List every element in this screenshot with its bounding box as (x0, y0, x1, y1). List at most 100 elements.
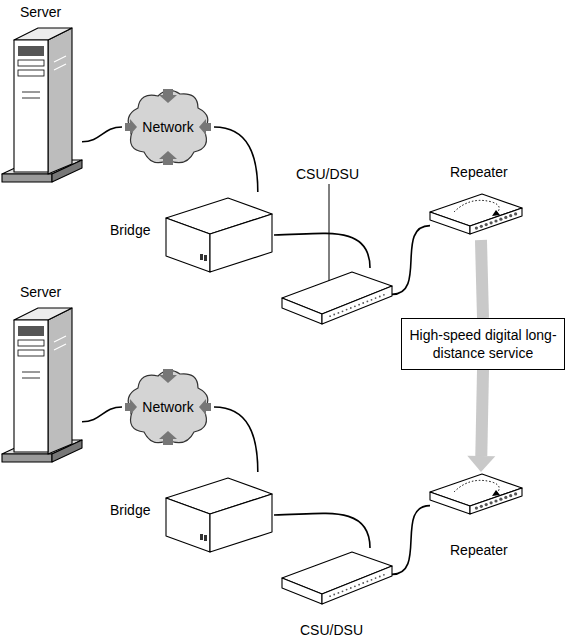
tower-side (48, 308, 72, 454)
port-dot (494, 219, 497, 222)
side-line (54, 64, 66, 70)
server-device: Server (2, 22, 82, 186)
panel-line (22, 92, 40, 93)
signal-arc (454, 480, 499, 494)
cable (274, 233, 370, 268)
port-dot (499, 218, 502, 221)
port-dot (350, 587, 352, 589)
cable (214, 127, 258, 192)
port-dot (490, 221, 493, 224)
repeater-side (470, 208, 522, 234)
port-dot (485, 223, 488, 226)
port-dot (490, 501, 493, 504)
server-illustration (2, 22, 82, 186)
port-dot (375, 297, 377, 299)
port-dot (514, 212, 517, 215)
bridge-side (210, 214, 272, 272)
port-dot (371, 579, 373, 581)
cloud-arrow (159, 369, 177, 383)
tower-side (48, 28, 72, 174)
repeater-device: Repeater (430, 472, 522, 520)
port-dot (367, 581, 369, 583)
port-dot (329, 595, 331, 597)
base-front (2, 174, 52, 182)
port-dot (475, 227, 478, 230)
repeater-illustration (430, 192, 522, 240)
port-dot (362, 302, 364, 304)
cable (274, 513, 370, 548)
network-label: Network (142, 119, 193, 135)
cable (82, 127, 122, 142)
drive-bay (18, 340, 44, 346)
indicator (200, 534, 203, 540)
device-label: Repeater (450, 542, 508, 558)
cable (392, 506, 430, 575)
port-dot (504, 216, 507, 219)
device-label: Server (20, 4, 61, 20)
tower-top (14, 28, 72, 40)
cloud-arrow (125, 399, 137, 415)
cable (392, 226, 430, 295)
port-dot (383, 574, 385, 576)
port-dot (379, 576, 381, 578)
drive-bay (18, 350, 44, 356)
csu-illustration (282, 548, 392, 614)
tower-top (14, 308, 72, 320)
arc-arrowhead (492, 490, 500, 496)
port-dot (358, 584, 360, 586)
bridge-front (166, 218, 210, 272)
drive-bay (18, 70, 44, 76)
csu-front (282, 298, 322, 324)
cloud-arrow (199, 119, 211, 135)
csu-front (282, 578, 322, 604)
indicator (200, 254, 203, 260)
port-dot (509, 214, 512, 217)
port-dot (338, 312, 340, 314)
port-dot (342, 310, 344, 312)
repeater-side (470, 488, 522, 514)
side-line (54, 56, 66, 62)
port-dot (375, 577, 377, 579)
port-dot (329, 315, 331, 317)
port-dot (354, 305, 356, 307)
indicator (204, 535, 207, 541)
leader-line (329, 184, 330, 290)
repeater-front (430, 212, 470, 234)
service-label: High-speed digital long-distance service (408, 326, 558, 362)
port-dot (379, 296, 381, 298)
port-dot (333, 594, 335, 596)
bridge-illustration (166, 192, 274, 278)
tower-front (14, 40, 48, 172)
signal-arc (454, 200, 499, 214)
port-dot (358, 304, 360, 306)
bridge-front (166, 498, 210, 552)
drive-bay (18, 60, 44, 66)
cloud-device: Network (122, 366, 214, 448)
panel-line (22, 372, 40, 373)
port-dot (342, 590, 344, 592)
port-dot (480, 225, 483, 228)
device-label: CSU/DSU (300, 622, 363, 638)
csu-illustration (282, 268, 392, 334)
port-dot (346, 309, 348, 311)
device-label: Server (20, 284, 61, 300)
port-dot (499, 498, 502, 501)
csu-side (322, 566, 392, 604)
service-band (481, 240, 483, 318)
server-illustration (2, 302, 82, 466)
side-line (54, 336, 66, 342)
network-label: Network (142, 399, 193, 415)
port-dot (475, 507, 478, 510)
cloud-arrow (159, 151, 177, 165)
port-dot (350, 307, 352, 309)
device-label: CSU/DSU (296, 166, 359, 182)
port-dot (509, 494, 512, 497)
port-dot (346, 589, 348, 591)
csu-device: CSU/DSU (282, 548, 392, 614)
repeater-illustration (430, 472, 522, 520)
bridge-side (210, 494, 272, 552)
csu-side (322, 286, 392, 324)
device-label: Repeater (450, 164, 508, 180)
bridge-device: Bridge (166, 192, 274, 278)
